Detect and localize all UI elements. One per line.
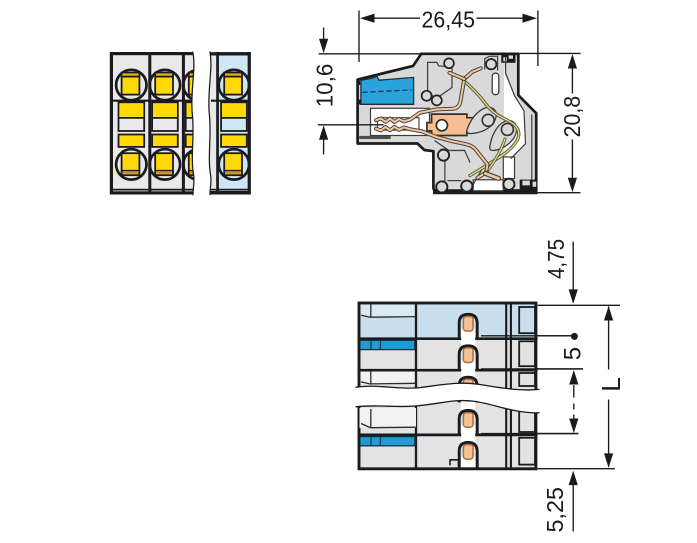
svg-text:5,25: 5,25: [542, 487, 568, 533]
svg-text:26,45: 26,45: [422, 6, 476, 32]
svg-text:L: L: [596, 377, 626, 392]
svg-text:10,6: 10,6: [311, 64, 337, 108]
svg-text:20,8: 20,8: [559, 96, 585, 138]
svg-text:4,75: 4,75: [543, 239, 569, 279]
svg-text:5: 5: [559, 347, 586, 360]
